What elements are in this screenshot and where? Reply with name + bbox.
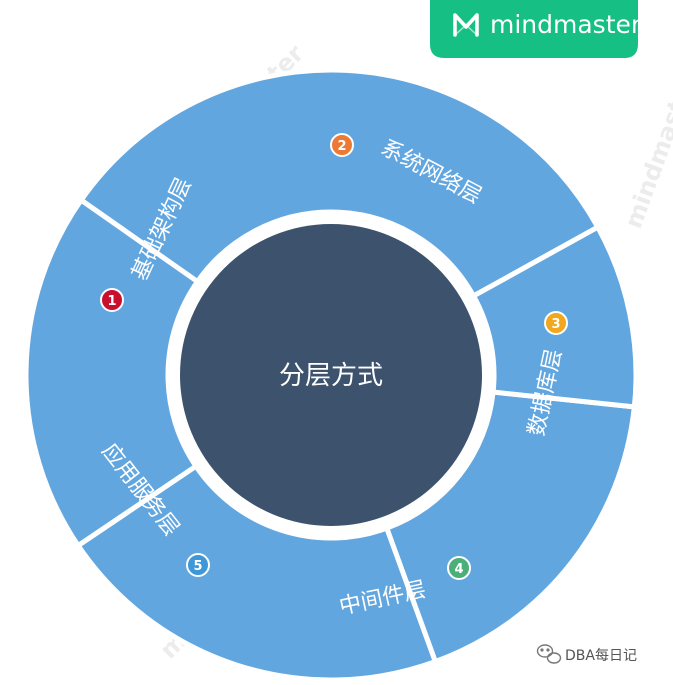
badge-circle bbox=[330, 133, 354, 157]
brand-banner: mindmaster bbox=[430, 0, 642, 58]
segment-middleware-layer[interactable] bbox=[78, 67, 601, 299]
badge-circle bbox=[186, 553, 210, 577]
badge-1: 1 bbox=[100, 288, 124, 312]
center-label: 分层方式 bbox=[279, 361, 383, 391]
badge-4: 4 bbox=[447, 556, 471, 580]
badge-number: 4 bbox=[454, 562, 463, 577]
brand-banner-background bbox=[430, 0, 638, 58]
badge-number: 2 bbox=[337, 139, 346, 154]
brand-name: mindmaster bbox=[490, 10, 642, 39]
badge-circle bbox=[100, 288, 124, 312]
wechat-icon bbox=[536, 644, 562, 664]
wechat-footer: DBA每日记 bbox=[536, 644, 637, 664]
badge-5: 5 bbox=[186, 553, 210, 577]
mindmaster-logo-icon bbox=[453, 13, 479, 37]
badge-number: 3 bbox=[551, 317, 560, 332]
badge-2: 2 bbox=[330, 133, 354, 157]
badge-number: 1 bbox=[107, 294, 116, 309]
badge-number: 5 bbox=[193, 559, 202, 574]
badge-circle bbox=[544, 311, 568, 335]
segment-system-network-layer[interactable] bbox=[75, 463, 438, 683]
badge-circle bbox=[447, 556, 471, 580]
watermark-right: mindmaster bbox=[619, 70, 673, 233]
badge-3: 3 bbox=[544, 311, 568, 335]
segment-infrastructure-layer[interactable] bbox=[384, 389, 637, 665]
center-hub[interactable] bbox=[180, 224, 482, 526]
footer-account-name: DBA每日记 bbox=[565, 648, 637, 664]
outer-ring bbox=[23, 67, 639, 683]
segment-database-layer[interactable] bbox=[23, 197, 200, 549]
